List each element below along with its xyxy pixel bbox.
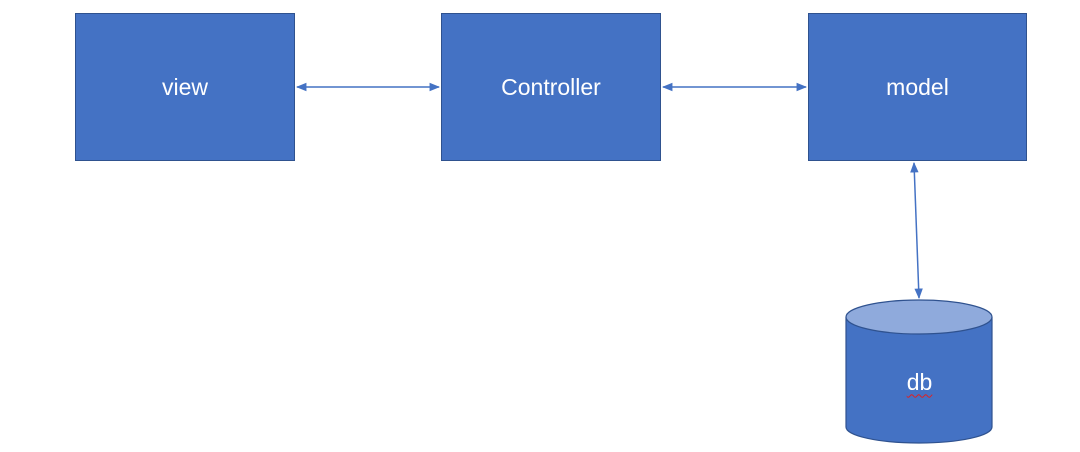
node-view-label: view xyxy=(161,73,208,100)
edge-model-db xyxy=(910,161,923,300)
node-model-label: model xyxy=(886,73,949,100)
db-cylinder-top xyxy=(845,299,993,335)
node-view: view xyxy=(75,13,295,161)
node-db-label: db xyxy=(906,368,933,395)
node-controller-label: Controller xyxy=(501,73,601,100)
node-model: model xyxy=(808,13,1027,161)
node-controller: Controller xyxy=(441,13,661,161)
db-cylinder xyxy=(845,299,993,444)
db-cylinder-body xyxy=(845,317,993,444)
